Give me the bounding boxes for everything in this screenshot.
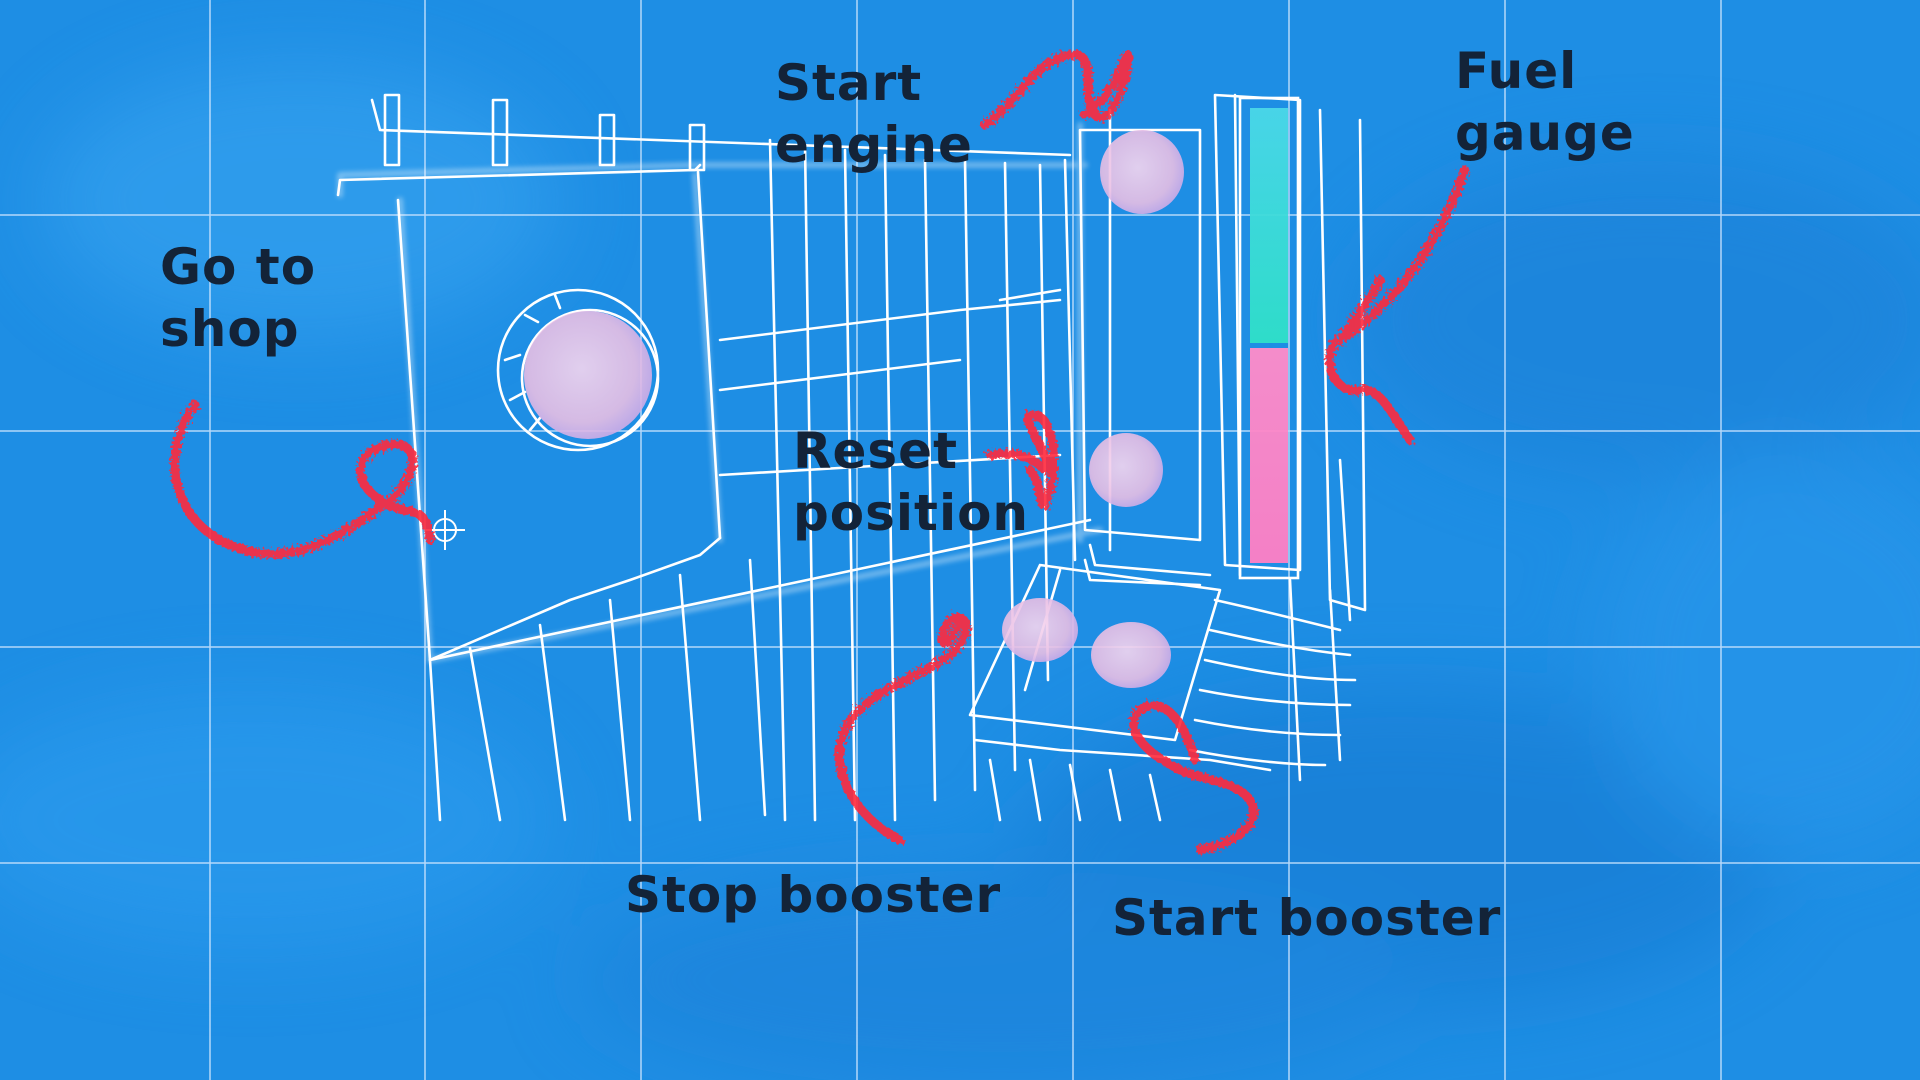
reset-position-button[interactable]	[1089, 433, 1163, 507]
annotation-arrows	[170, 50, 1470, 855]
start-engine-button[interactable]	[1100, 130, 1184, 214]
label-start-booster: Start booster	[1112, 887, 1501, 949]
start-booster-button[interactable]	[1091, 622, 1171, 688]
fuel-gauge-top-segment	[1250, 108, 1288, 343]
label-start-engine-line-2: engine	[775, 116, 973, 174]
label-fuel-gauge: Fuel gauge	[1455, 40, 1635, 164]
fuel-gauge	[1238, 96, 1300, 580]
arrow-go-to-shop	[170, 400, 435, 559]
arrow-stop-booster	[834, 612, 971, 845]
label-fuel-gauge-line-2: gauge	[1455, 104, 1635, 162]
stop-booster-button[interactable]	[1002, 598, 1078, 662]
arrow-start-engine	[980, 50, 1133, 130]
label-go-to-shop-line-2: shop	[160, 300, 300, 358]
label-go-to-shop: Go to shop	[160, 236, 316, 360]
arrow-start-booster	[1129, 700, 1258, 855]
go-to-shop-dial[interactable]	[524, 311, 652, 439]
label-go-to-shop-line-1: Go to	[160, 238, 317, 296]
background-texture	[0, 60, 1920, 1080]
label-reset-position-line-1: Reset	[793, 422, 958, 480]
label-fuel-gauge-line-1: Fuel	[1455, 42, 1578, 100]
arrow-fuel-gauge	[1325, 165, 1470, 445]
label-stop-booster: Stop booster	[625, 864, 1001, 926]
fuel-gauge-bottom-segment	[1250, 348, 1288, 563]
label-start-engine-line-1: Start	[775, 54, 923, 112]
label-reset-position: Reset position	[793, 420, 1029, 544]
machine-outline	[336, 93, 1367, 822]
label-start-booster-text: Start booster	[1112, 889, 1502, 947]
label-start-engine: Start engine	[775, 52, 973, 176]
arrow-reset-position	[985, 410, 1058, 510]
fuel-gauge-frame	[1238, 96, 1300, 580]
label-reset-position-line-2: position	[793, 484, 1030, 542]
label-stop-booster-text: Stop booster	[625, 866, 1002, 924]
